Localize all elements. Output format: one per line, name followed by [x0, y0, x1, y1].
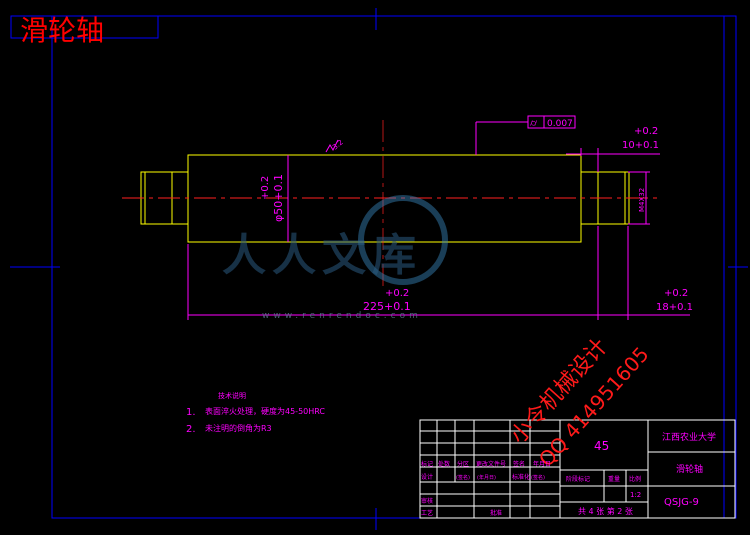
dim-right-shoulder-upper: +0.2	[634, 126, 658, 137]
dim-length-main: 225+0.1	[363, 300, 411, 313]
tb-weight: 重量	[608, 475, 620, 483]
tb-row-design: 设计	[421, 473, 433, 481]
tb-sig-1: (签名)	[456, 474, 470, 481]
dim-right-length-upper: +0.2	[664, 288, 688, 299]
dim-dia-main: φ50+0.1	[272, 174, 285, 222]
tech-item-1-num: 1.	[186, 407, 196, 418]
dim-right-shoulder-main: 10+0.1	[622, 140, 659, 151]
tb-sig-2: (签名)	[531, 474, 545, 481]
tech-item-2-text: 未注明的倒角为R3	[205, 423, 272, 433]
tb-row-approve: 批准	[490, 509, 502, 517]
watermark-logo	[358, 195, 448, 285]
tb-header-count: 处数	[438, 460, 450, 468]
tb-header-changefile: 更改文件号	[476, 460, 506, 468]
tech-item-1-text: 表面淬火处理，硬度为45-50HRC	[205, 406, 325, 416]
watermark-url: www.renrendoc.com	[262, 311, 422, 321]
tb-header-date: 年月日	[533, 460, 551, 468]
tb-stage-mark: 阶段标记	[566, 475, 590, 483]
tb-sheets: 共 4 张 第 2 张	[578, 506, 633, 516]
dim-dia-upper: +0.2	[260, 176, 271, 200]
tb-header-sign: 签名	[513, 460, 525, 468]
tb-part-name: 滑轮轴	[676, 463, 703, 475]
tb-row-process: 工艺	[421, 509, 433, 517]
tb-header-mark: 标记	[421, 460, 433, 468]
tolerance-value: 0.007	[547, 119, 573, 129]
dim-right-length-main: 18+0.1	[656, 302, 693, 313]
title-box	[10, 15, 159, 39]
tb-material: 45	[594, 439, 609, 453]
tech-item-2-num: 2.	[186, 424, 196, 435]
tb-scale: 1:2	[630, 491, 641, 499]
tb-date-1: (年月日)	[477, 474, 496, 481]
flatness-symbol: ⌭	[530, 118, 538, 129]
watermark-brand: 人人文库	[222, 230, 422, 281]
dim-length-upper: +0.2	[385, 288, 409, 299]
tb-header-zone: 分区	[457, 460, 469, 468]
tech-heading: 技术说明	[218, 391, 246, 400]
tb-row-review: 审核	[421, 497, 433, 505]
dim-right-dia: M4X32	[638, 188, 646, 212]
drawing-title: 滑轮轴	[20, 14, 104, 47]
tb-std-label: 标准化	[512, 473, 530, 481]
tb-ratio: 比例	[629, 475, 641, 483]
tb-drawing-no: QSJG-9	[664, 497, 699, 508]
dimension-lines	[187, 115, 690, 320]
tb-school: 江西农业大学	[662, 431, 716, 443]
title-block-grid	[419, 419, 736, 519]
